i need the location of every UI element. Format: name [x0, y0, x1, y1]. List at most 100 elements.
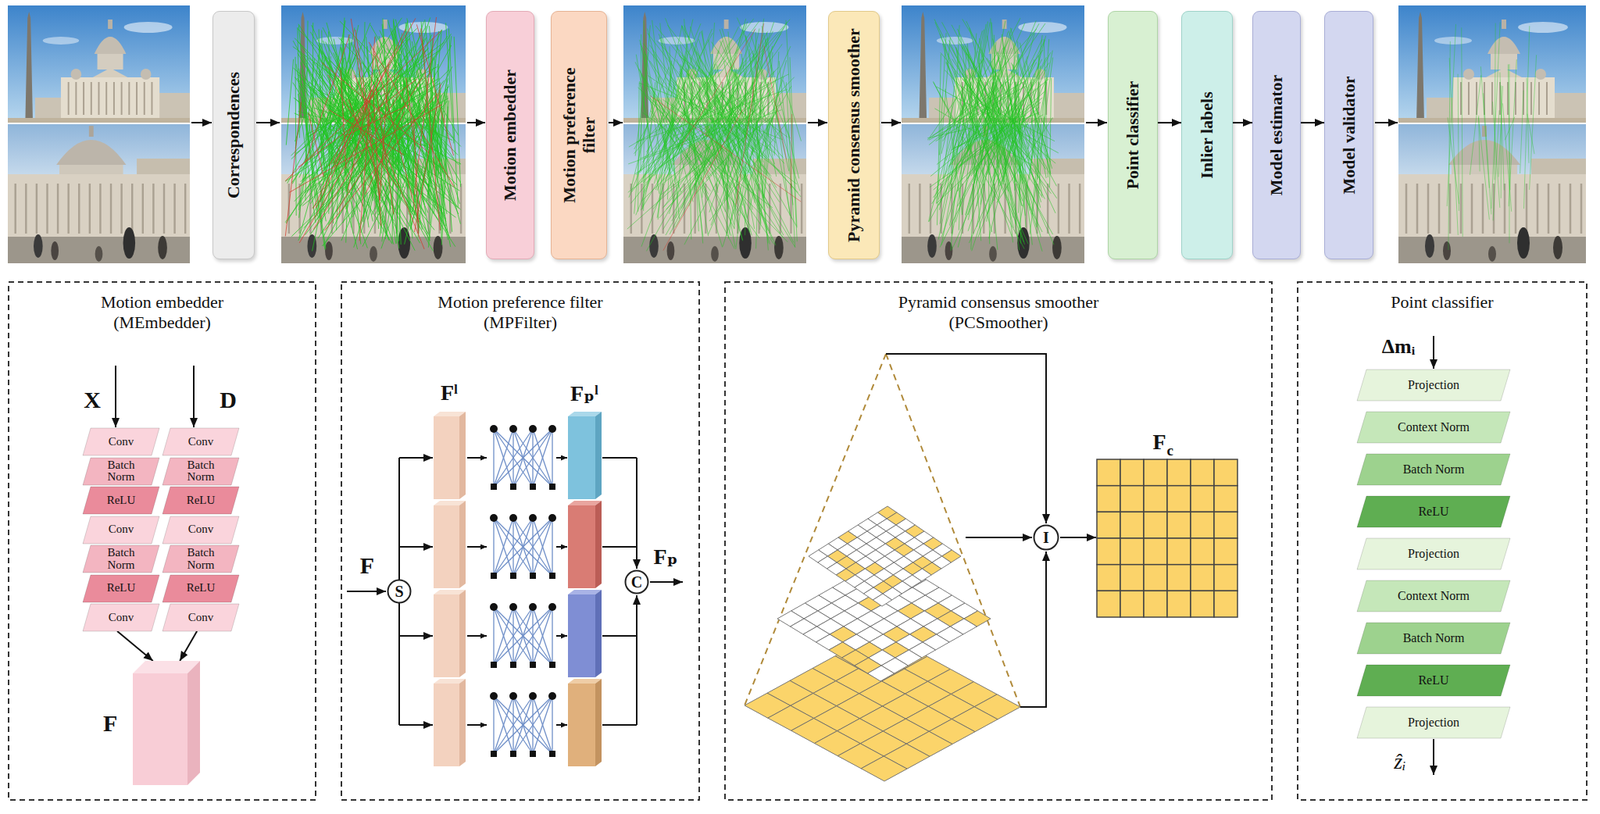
net-link [493, 696, 514, 754]
panel-title: Motion preference filter (MPFilter) [403, 292, 638, 334]
layer-label: ReLU [186, 494, 216, 507]
math-label: Δmᵢ [1382, 335, 1416, 359]
neuron-dot [489, 514, 498, 522]
neuron-square [490, 750, 497, 758]
net-link [493, 607, 514, 665]
output-arrow [1060, 536, 1097, 539]
layer-block: Projection [1357, 707, 1511, 739]
box-label: Motion preference filter [559, 49, 600, 222]
flow-arrow [807, 121, 828, 124]
neuron-square [549, 483, 556, 490]
process-box: Pyramid consensus smoother [828, 10, 880, 260]
wire [602, 635, 637, 637]
match-lines [285, 17, 461, 251]
grid-cell [1096, 590, 1121, 618]
layer-shape [1357, 411, 1511, 443]
grid-cell [1214, 485, 1238, 513]
layer-block: Batch Norm [1357, 453, 1511, 486]
layer-block: Batch Norm [1357, 622, 1511, 654]
net-link [513, 607, 553, 665]
net-link [493, 607, 533, 665]
net-link [493, 607, 553, 665]
neuron-dot [489, 603, 498, 611]
operator-circle: C [624, 569, 650, 595]
box-label: Point classifier [1122, 20, 1143, 250]
flow-arrow [608, 121, 623, 124]
grid-cell [1120, 564, 1144, 592]
match-lines [627, 17, 802, 252]
layer-shape [162, 603, 240, 632]
grid-cell [1190, 459, 1215, 486]
tensor-bar [595, 589, 602, 678]
net-link [493, 607, 533, 665]
wire [635, 595, 638, 725]
net-link [493, 517, 514, 576]
net-link [493, 696, 533, 754]
net-link [492, 428, 494, 487]
layer-block: Batch Norm [162, 545, 240, 573]
layer-label: Conv [108, 523, 135, 536]
layer-shape [162, 486, 240, 515]
math-label: Fˡ [440, 380, 458, 406]
node-shape [724, 281, 1273, 801]
process-box: Motion embedder [485, 10, 535, 260]
grid-cell [1167, 564, 1191, 592]
layer-label: ReLU [1417, 505, 1449, 518]
net-link [513, 428, 553, 487]
wire [467, 635, 487, 637]
photo-pair [7, 5, 190, 264]
layer-block: Conv [162, 603, 240, 632]
grid-cell [1214, 511, 1238, 539]
pyramid-cell [872, 593, 892, 607]
net-link [493, 428, 553, 487]
wire [467, 546, 487, 548]
connector-arrow [179, 631, 197, 661]
neuron-dot [489, 425, 498, 433]
box-label: Inlier labels [1196, 20, 1217, 250]
math-label: c [1167, 442, 1174, 460]
neuron-dot [509, 692, 518, 700]
wire [556, 724, 568, 726]
tensor-bar [433, 594, 460, 678]
neuron-dot [528, 603, 537, 611]
input-arrow [346, 590, 386, 593]
grid-cell [1096, 564, 1121, 592]
layer-shape [162, 545, 240, 573]
neuron-square [510, 572, 517, 579]
wire [467, 724, 487, 726]
math-label: ẑᵢ [1393, 749, 1406, 775]
net-link [493, 696, 553, 754]
net-link [493, 607, 553, 665]
layer-block: Batch Norm [82, 545, 160, 573]
layer-block: Context Norm [1357, 411, 1511, 443]
tensor-bar [433, 505, 460, 589]
pyramid-outline [744, 353, 1021, 708]
input-arrow [114, 365, 117, 428]
tensor-bar [595, 678, 602, 767]
outlier-lines [285, 17, 454, 250]
net-link [493, 517, 553, 576]
layer-block: Batch Norm [82, 457, 160, 486]
operator-symbol: S [394, 583, 404, 600]
layer-label: Context Norm [1397, 421, 1470, 434]
neuron-square [529, 750, 536, 758]
match-lines [927, 17, 1059, 252]
net-link [493, 428, 533, 487]
net-link [513, 696, 553, 754]
wire [467, 457, 487, 459]
tensor-bar [595, 411, 602, 500]
grid-cell [1096, 511, 1121, 539]
node-shape [340, 281, 700, 801]
module-panel: Pyramid consensus smoother (PCSmoother)I [724, 281, 1273, 801]
neuron-dot [528, 514, 537, 522]
neuron-dot [548, 514, 557, 522]
grid-cell [1214, 538, 1238, 565]
grid-cell [1167, 459, 1191, 486]
grid-cell [1120, 590, 1144, 618]
photo-pair [1398, 5, 1586, 264]
grid-cell [1190, 511, 1215, 539]
circle-shape [625, 571, 649, 594]
net-link [493, 696, 514, 754]
photo-pair [623, 5, 807, 264]
layer-label: ReLU [1417, 674, 1449, 687]
